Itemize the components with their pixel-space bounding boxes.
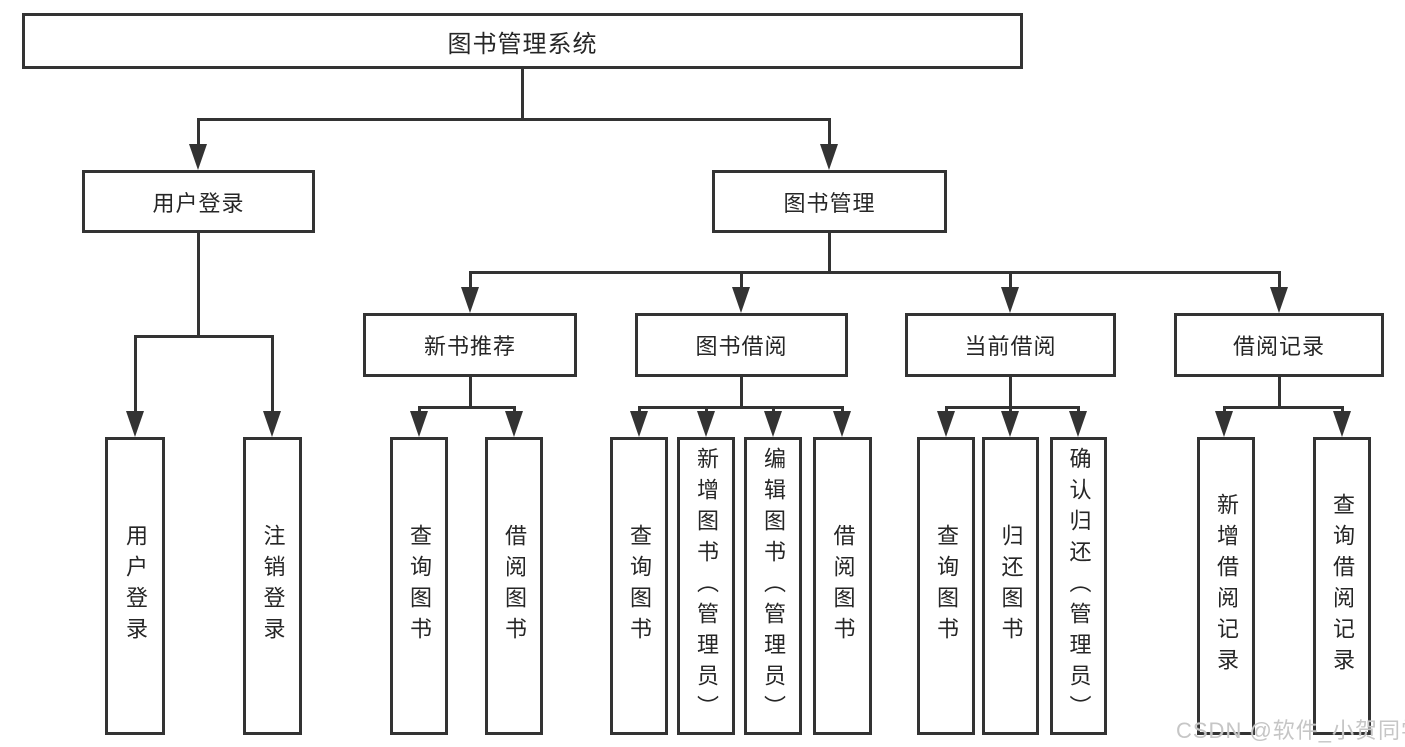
- connector-line: [828, 233, 831, 274]
- leaf-return-books: 归还图书: [982, 437, 1039, 735]
- arrow-down-icon: [697, 411, 715, 437]
- leaf-logout: 注销登录: [243, 437, 302, 735]
- connector-line: [197, 233, 200, 338]
- leaf-query-books-current-label: 查询图书: [934, 524, 959, 648]
- connector-line: [1009, 377, 1012, 409]
- leaf-add-borrow-record-label: 新增借阅记录: [1214, 493, 1239, 679]
- leaf-confirm-return-admin: 确认归还（管理员）: [1050, 437, 1107, 735]
- connector-line: [197, 118, 200, 146]
- arrow-down-icon: [937, 411, 955, 437]
- connector-line: [1223, 406, 1343, 409]
- connector-line: [740, 377, 743, 409]
- leaf-borrow-books: 借阅图书: [813, 437, 872, 735]
- leaf-add-books-admin-label: 新增图书（管理员）: [694, 446, 719, 726]
- leaf-query-books-borrowing-label: 查询图书: [627, 524, 652, 648]
- connector-line: [945, 406, 1079, 409]
- connector-line: [134, 335, 137, 413]
- node-user-login: 用户登录: [82, 170, 315, 233]
- arrow-down-icon: [126, 411, 144, 437]
- leaf-query-books-borrowing: 查询图书: [610, 437, 668, 735]
- leaf-borrow-books-label: 借阅图书: [830, 524, 856, 648]
- leaf-confirm-return-admin-label: 确认归还（管理员）: [1066, 446, 1092, 726]
- arrow-down-icon: [820, 144, 838, 170]
- leaf-user-login: 用户登录: [105, 437, 165, 735]
- node-current-borrowing: 当前借阅: [905, 313, 1116, 377]
- connector-line: [772, 406, 775, 413]
- connector-line: [638, 406, 641, 413]
- arrow-down-icon: [833, 411, 851, 437]
- arrow-down-icon: [410, 411, 428, 437]
- arrow-down-icon: [505, 411, 523, 437]
- leaf-query-books-recommend-label: 查询图书: [407, 524, 432, 648]
- node-book-borrowing: 图书借阅: [635, 313, 848, 377]
- connector-line: [1278, 377, 1281, 409]
- node-borrowing-records-label: 借阅记录: [1232, 334, 1325, 359]
- arrow-down-icon: [764, 411, 782, 437]
- node-new-book-recommend: 新书推荐: [363, 313, 577, 377]
- leaf-logout-label: 注销登录: [260, 524, 286, 648]
- connector-line: [1278, 271, 1281, 289]
- connector-line: [418, 406, 421, 413]
- connector-line: [469, 377, 472, 409]
- leaf-query-books-current: 查询图书: [917, 437, 975, 735]
- connector-line: [197, 118, 831, 121]
- leaf-edit-books-admin-label: 编辑图书（管理员）: [761, 446, 786, 726]
- arrow-down-icon: [1215, 411, 1233, 437]
- connector-line: [418, 406, 515, 409]
- connector-line: [134, 335, 273, 338]
- node-book-borrowing-label: 图书借阅: [695, 334, 788, 359]
- connector-line: [469, 271, 1281, 274]
- leaf-borrow-books-recommend: 借阅图书: [485, 437, 543, 735]
- arrow-down-icon: [263, 411, 281, 437]
- connector-line: [513, 406, 516, 413]
- connector-line: [271, 335, 274, 413]
- arrow-down-icon: [1001, 287, 1019, 313]
- node-current-borrowing-label: 当前借阅: [964, 334, 1057, 359]
- connector-line: [521, 69, 524, 121]
- leaf-query-borrow-record-label: 查询借阅记录: [1330, 493, 1355, 679]
- connector-line: [1077, 406, 1080, 413]
- connector-line: [1009, 406, 1012, 413]
- leaf-edit-books-admin: 编辑图书（管理员）: [744, 437, 802, 735]
- connector-line: [1341, 406, 1344, 413]
- arrow-down-icon: [189, 144, 207, 170]
- connector-line: [638, 406, 843, 409]
- node-new-book-recommend-label: 新书推荐: [423, 334, 516, 359]
- leaf-query-borrow-record: 查询借阅记录: [1313, 437, 1371, 735]
- arrow-down-icon: [1069, 411, 1087, 437]
- connector-line: [1009, 271, 1012, 289]
- node-library-system: 图书管理系统: [22, 13, 1023, 69]
- arrow-down-icon: [1001, 411, 1019, 437]
- node-book-management: 图书管理: [712, 170, 947, 233]
- leaf-add-books-admin: 新增图书（管理员）: [677, 437, 735, 735]
- arrow-down-icon: [1270, 287, 1288, 313]
- leaf-add-borrow-record: 新增借阅记录: [1197, 437, 1255, 735]
- node-library-system-label: 图书管理系统: [447, 30, 598, 58]
- node-borrowing-records: 借阅记录: [1174, 313, 1384, 377]
- leaf-borrow-books-recommend-label: 借阅图书: [502, 524, 527, 648]
- node-book-management-label: 图书管理: [783, 190, 876, 216]
- connector-line: [469, 271, 472, 289]
- connector-line: [740, 271, 743, 289]
- arrow-down-icon: [461, 287, 479, 313]
- connector-line: [841, 406, 844, 413]
- arrow-down-icon: [630, 411, 648, 437]
- connector-line: [828, 118, 831, 146]
- arrow-down-icon: [1333, 411, 1351, 437]
- watermark: CSDN @软件_小贺同学: [1176, 718, 1405, 743]
- arrow-down-icon: [732, 287, 750, 313]
- connector-line: [1223, 406, 1226, 413]
- leaf-return-books-label: 归还图书: [998, 524, 1024, 648]
- leaf-query-books-recommend: 查询图书: [390, 437, 448, 735]
- node-user-login-label: 用户登录: [152, 190, 245, 216]
- connector-line: [705, 406, 708, 413]
- leaf-user-login-label: 用户登录: [123, 524, 148, 648]
- connector-line: [945, 406, 948, 413]
